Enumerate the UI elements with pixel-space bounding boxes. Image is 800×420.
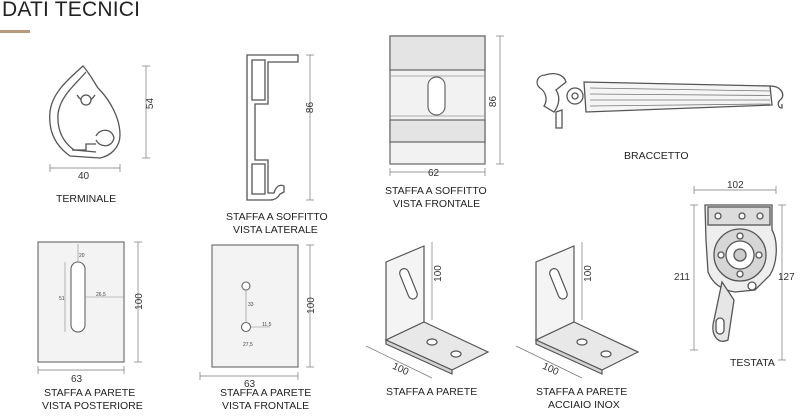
staffa-soffitto-laterale-dims — [306, 54, 314, 201]
testata-drawing — [704, 204, 777, 342]
staffa-soffitto-frontale-label-2: VISTA FRONTALE — [393, 198, 481, 210]
staffa-parete-inox-drawing — [534, 245, 640, 375]
staffa-parete-inox-dims — [515, 242, 583, 379]
terminale-drawing — [49, 65, 121, 159]
braccetto-label: BRACCETTO — [624, 150, 689, 162]
staffa-parete-frontale-label-2: VISTA FRONTALE — [222, 400, 310, 412]
staffa-soffitto-frontale-height-dim: 86 — [488, 95, 500, 108]
staffa-soffitto-laterale-drawing — [246, 54, 299, 201]
staffa-soffitto-frontale-label-1: STAFFA A SOFFITTO — [385, 185, 487, 197]
frontale-mid-dim: 33 — [248, 302, 254, 308]
braccetto-drawing — [536, 73, 784, 129]
posteriore-top-dim: 20 — [79, 253, 85, 259]
staffa-soffitto-laterale-label-1: STAFFA A SOFFITTO — [226, 211, 328, 223]
staffa-parete-label: STAFFA A PARETE — [386, 386, 478, 398]
terminale-width-dim: 40 — [78, 171, 90, 182]
staffa-parete-frontale-height-dim: 100 — [305, 297, 317, 314]
staffa-parete-posteriore-label-1: STAFFA A PARETE — [44, 387, 136, 399]
staffa-parete-drawing — [384, 245, 490, 375]
frontale-bottom-dim: 27,5 — [243, 342, 253, 348]
posteriore-slot-dim: 51 — [59, 296, 65, 302]
staffa-parete-frontale-drawing — [211, 244, 299, 368]
staffa-parete-posteriore-height-dim: 100 — [133, 293, 145, 310]
testata-height-left-dim: 211 — [674, 272, 690, 283]
staffa-parete-height-dim: 100 — [432, 265, 444, 282]
posteriore-side-dim: 26,5 — [96, 292, 106, 298]
terminale-height-dim: 54 — [145, 97, 157, 110]
page-title: DATI TECNICI — [2, 0, 141, 21]
terminale-dims — [49, 65, 150, 172]
testata-dims — [690, 186, 786, 361]
staffa-parete-posteriore-dims — [37, 241, 142, 374]
title-underline — [0, 30, 30, 33]
staffa-parete-inox-label-1: STAFFA A PARETE — [536, 386, 628, 398]
staffa-soffitto-frontale-width-dim: 62 — [428, 168, 440, 179]
staffa-soffitto-laterale-label-2: VISTA LATERALE — [233, 224, 318, 236]
staffa-soffitto-frontale-drawing — [389, 35, 486, 165]
staffa-parete-inox-height-dim: 100 — [582, 265, 594, 282]
staffa-parete-dims — [365, 242, 433, 379]
terminale-label: TERMINALE — [56, 193, 117, 205]
staffa-parete-posteriore-width-dim: 63 — [71, 374, 83, 385]
staffa-parete-frontale-dims — [199, 244, 314, 380]
staffa-parete-posteriore-drawing — [37, 241, 125, 363]
staffa-parete-frontale-width-dim: 63 — [244, 379, 256, 390]
staffa-parete-inox-label-2: ACCIAIO INOX — [548, 399, 620, 411]
staffa-parete-posteriore-label-2: VISTA POSTERIORE — [42, 400, 143, 412]
testata-width-dim: 102 — [727, 180, 744, 191]
testata-label: TESTATA — [730, 357, 775, 369]
frontale-side-dim: 11,5 — [262, 322, 272, 328]
testata-height-right-dim: 127 — [778, 272, 795, 283]
staffa-parete-frontale-label-1: STAFFA A PARETE — [220, 387, 312, 399]
staffa-soffitto-frontale-dims — [389, 35, 504, 176]
staffa-soffitto-laterale-height-dim: 86 — [305, 101, 317, 114]
